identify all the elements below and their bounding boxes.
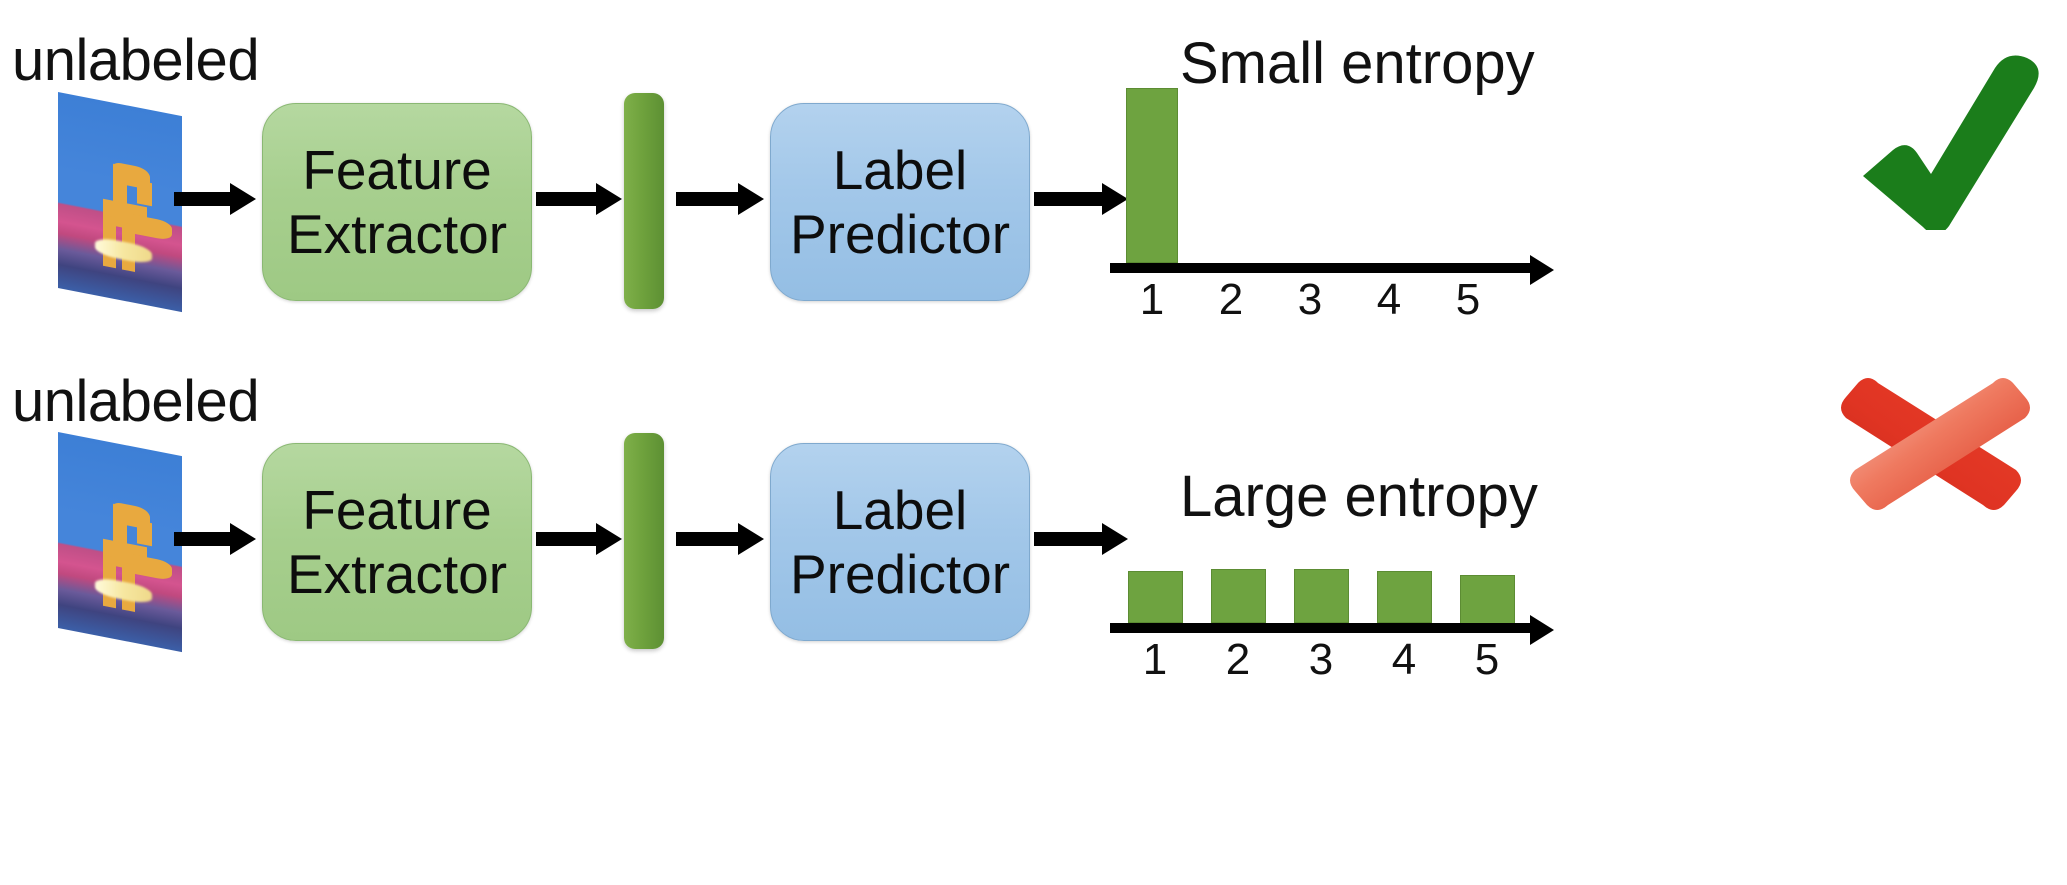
bar-category-3 bbox=[1294, 569, 1349, 623]
x-axis-line bbox=[1110, 263, 1534, 273]
x-axis-arrowhead bbox=[1530, 255, 1554, 285]
x-tick-5: 5 bbox=[1455, 275, 1481, 324]
feature-extractor-label-line2: Extractor bbox=[286, 203, 508, 265]
horse-silhouette bbox=[58, 92, 182, 312]
red-cross-icon bbox=[1838, 365, 2033, 515]
feature-extractor-label-line1: Feature bbox=[302, 478, 492, 541]
x-tick-2: 2 bbox=[1218, 275, 1244, 324]
arrow-label-predictor-to-chart-bottom bbox=[1034, 523, 1130, 555]
input-image-bottom bbox=[58, 432, 186, 653]
x-tick-4: 4 bbox=[1391, 635, 1417, 684]
label-predictor-label-line2: Predictor bbox=[789, 203, 1011, 265]
input-caption-top: unlabeled bbox=[12, 28, 260, 93]
x-tick-4: 4 bbox=[1376, 275, 1402, 324]
bar-category-5 bbox=[1460, 575, 1515, 628]
x-tick-3: 3 bbox=[1308, 635, 1334, 684]
feature-vector-bar-bottom bbox=[624, 433, 664, 649]
horse-silhouette bbox=[58, 432, 182, 652]
x-tick-2: 2 bbox=[1225, 635, 1251, 684]
x-tick-5: 5 bbox=[1474, 635, 1500, 684]
x-tick-3: 3 bbox=[1297, 275, 1323, 324]
pipeline-row-top: unlabeled Feature Extractor bbox=[0, 0, 2067, 442]
bar-category-2 bbox=[1211, 569, 1266, 623]
arrow-vector-to-label-predictor-bottom bbox=[676, 523, 766, 555]
feature-extractor-box-top[interactable]: Feature Extractor bbox=[262, 103, 532, 301]
pipeline-row-bottom: unlabeled Feature Extractor bbox=[0, 373, 2067, 885]
arrow-feature-extractor-to-vector-top bbox=[536, 183, 624, 215]
large-entropy-title: Large entropy bbox=[1180, 464, 1538, 529]
label-predictor-box-top[interactable]: Label Predictor bbox=[770, 103, 1030, 301]
arrow-image-to-feature-extractor-top bbox=[174, 183, 256, 215]
horse-photo-thumbnail bbox=[58, 432, 182, 653]
input-image-top bbox=[58, 92, 186, 313]
arrow-feature-extractor-to-vector-bottom bbox=[536, 523, 624, 555]
small-entropy-title: Small entropy bbox=[1180, 31, 1535, 96]
x-axis-arrowhead bbox=[1530, 615, 1554, 645]
feature-extractor-box-bottom[interactable]: Feature Extractor bbox=[262, 443, 532, 641]
small-entropy-chart: Small entropy 1 2 3 4 5 bbox=[1110, 20, 1554, 440]
bar-category-4 bbox=[1377, 571, 1432, 623]
feature-vector-bar-top bbox=[624, 93, 664, 309]
feature-extractor-label-line2: Extractor bbox=[286, 543, 508, 605]
label-predictor-label-line1: Label bbox=[832, 478, 968, 541]
arrow-image-to-feature-extractor-bottom bbox=[174, 523, 256, 555]
horse-photo-thumbnail bbox=[58, 92, 182, 313]
bar-category-1 bbox=[1126, 88, 1178, 263]
green-check-icon bbox=[1835, 50, 2050, 235]
label-predictor-label-line1: Label bbox=[832, 138, 968, 201]
label-predictor-box-bottom[interactable]: Label Predictor bbox=[770, 443, 1030, 641]
arrow-vector-to-label-predictor-top bbox=[676, 183, 766, 215]
bar-category-1 bbox=[1128, 571, 1183, 623]
large-entropy-chart: Large entropy 1 2 3 4 5 bbox=[1110, 443, 1554, 883]
input-caption-bottom: unlabeled bbox=[12, 369, 260, 434]
label-predictor-label-line2: Predictor bbox=[789, 543, 1011, 605]
feature-extractor-label-line1: Feature bbox=[302, 138, 492, 201]
arrow-label-predictor-to-chart-top bbox=[1034, 183, 1130, 215]
x-axis-line bbox=[1110, 623, 1534, 633]
x-tick-1: 1 bbox=[1142, 635, 1168, 684]
x-tick-1: 1 bbox=[1139, 275, 1165, 324]
